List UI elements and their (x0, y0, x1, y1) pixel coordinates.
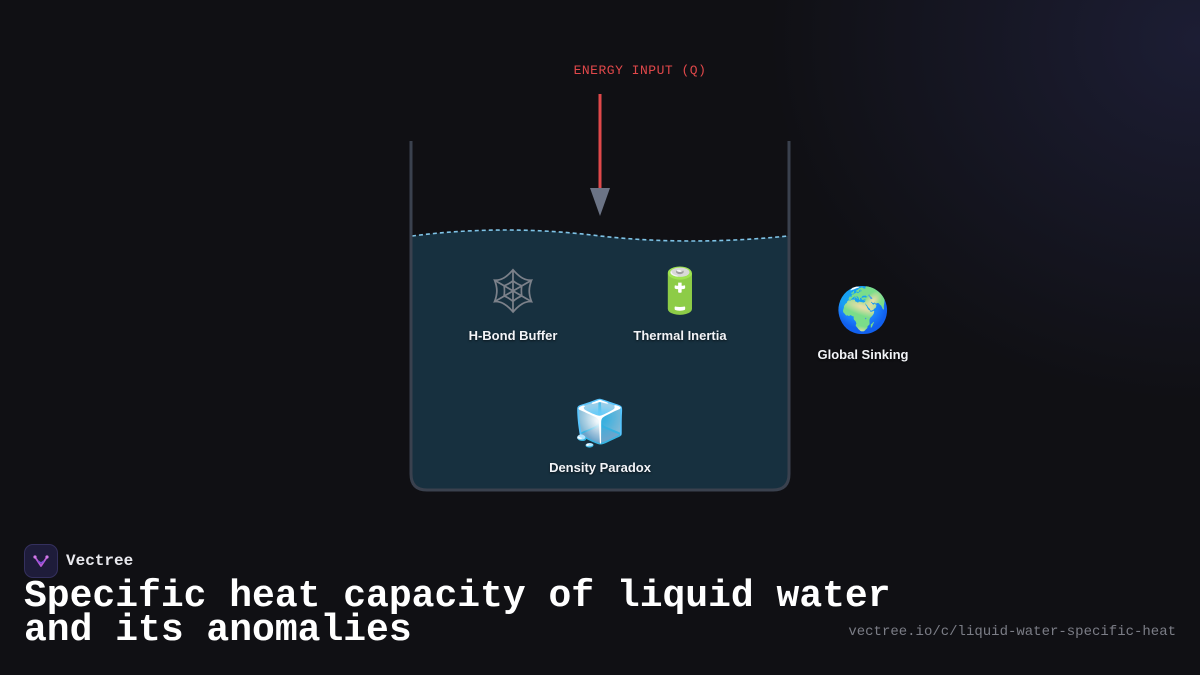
vectree-logo-icon (24, 544, 58, 578)
node-label-hbond-buffer: H-Bond Buffer (468, 328, 558, 343)
node-label-density-paradox: Density Paradox (549, 460, 651, 475)
spider-web-icon: 🕸 (485, 266, 541, 317)
brand-name: Vectree (66, 552, 134, 570)
battery-icon: 🔋 (652, 266, 708, 317)
globe-icon: 🌍 (835, 285, 891, 336)
beaker-diagram (409, 94, 791, 492)
energy-arrow-head (590, 188, 610, 216)
brand: Vectree (24, 544, 133, 578)
diagram: ENERGY INPUT (Q) 🕸 H-Bond Buffer 🔋 Therm… (409, 63, 943, 492)
node-label-thermal-inertia: Thermal Inertia (633, 328, 727, 343)
ice-cube-icon: 🧊 (572, 398, 628, 449)
water-body (412, 230, 788, 489)
water-surface-line (411, 229, 789, 242)
node-hbond-buffer: 🕸 H-Bond Buffer (433, 266, 593, 343)
node-global-sinking: 🌍 Global Sinking (783, 285, 943, 362)
page-title: Specific heat capacity of liquid water a… (24, 575, 891, 652)
energy-input-label: ENERGY INPUT (Q) (573, 63, 707, 78)
container-outline (409, 141, 791, 492)
source-url[interactable]: vectree.io/c/liquid-water-specific-heat (848, 624, 1176, 640)
node-label-global-sinking: Global Sinking (817, 347, 909, 362)
node-density-paradox: 🧊 Density Paradox (520, 398, 680, 475)
node-thermal-inertia: 🔋 Thermal Inertia (600, 266, 760, 343)
